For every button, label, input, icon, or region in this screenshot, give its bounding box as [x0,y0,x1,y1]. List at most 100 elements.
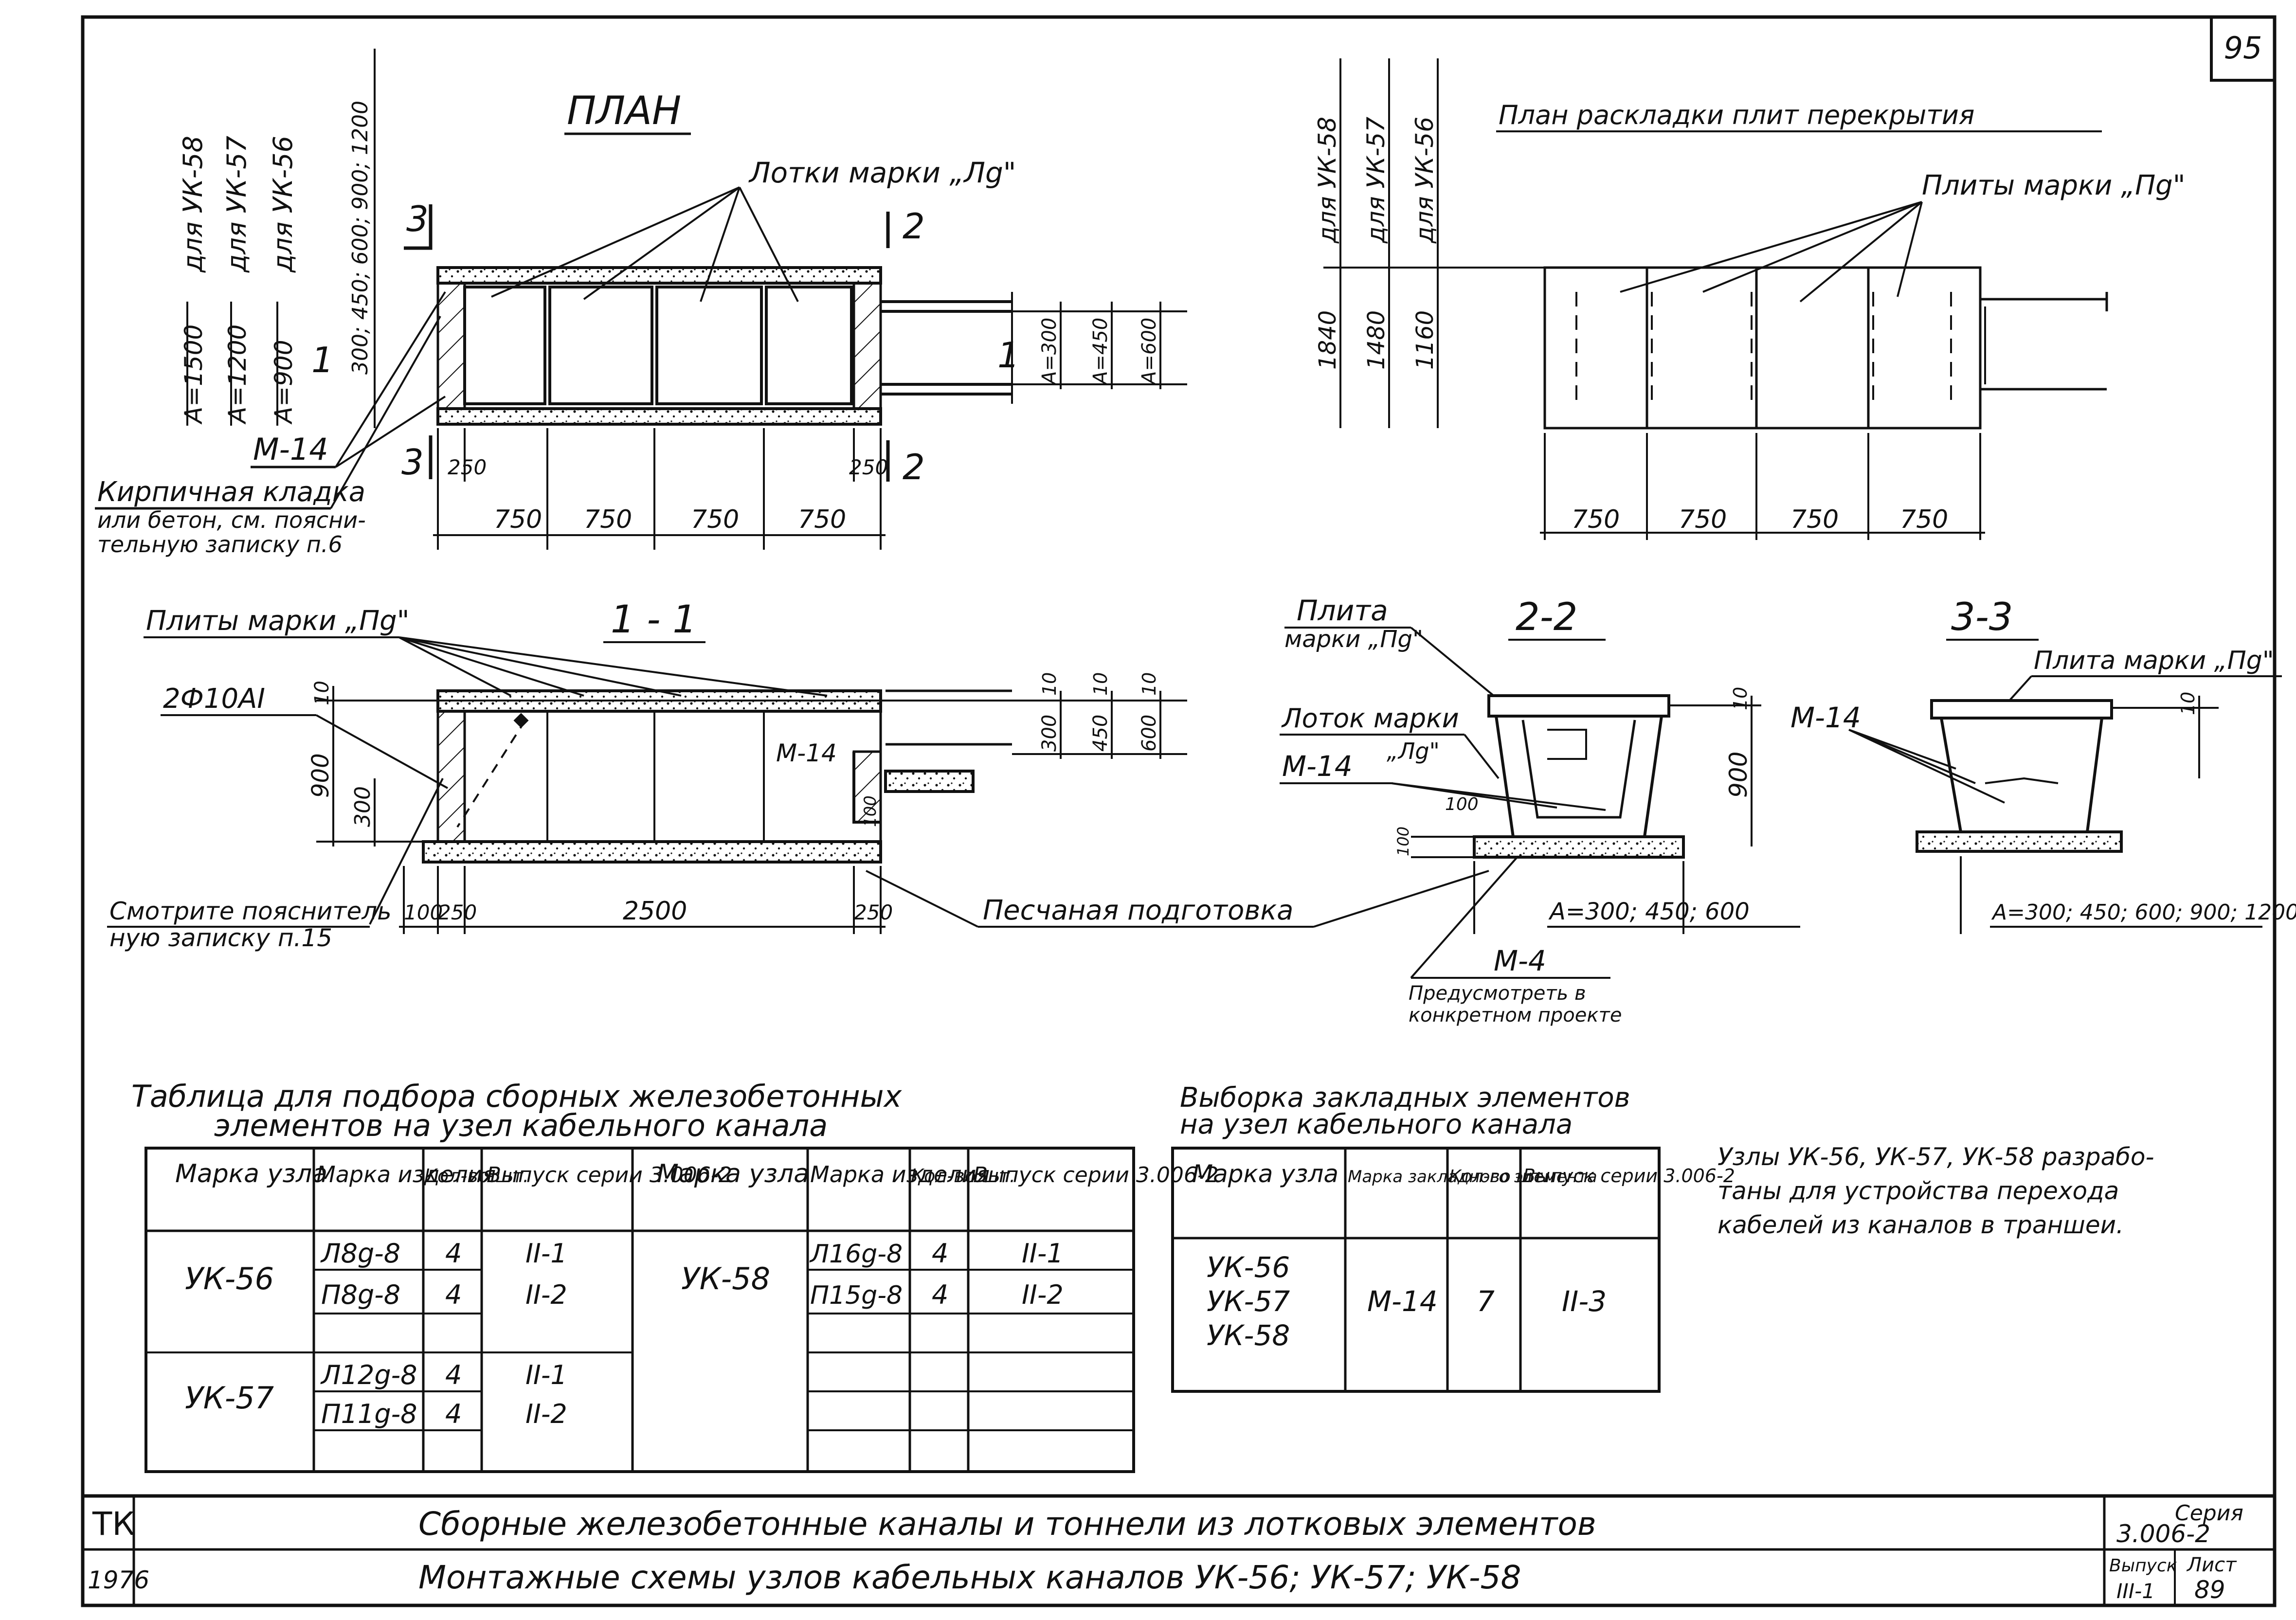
tb-issue-label: Выпуск [2109,1556,2177,1576]
layout-h-1840: 1840 [1314,310,1341,370]
te-element: М-14 [1367,1285,1438,1318]
te-th-node: Марка узла [1192,1160,1338,1188]
section-11-dim-100: 100 [861,795,880,827]
section-2-2: 2-2 Плита марки „Пg" 10 900 Лоток марки … [1280,594,1800,1026]
note-line-2: таны для устройства перехода [1717,1177,2119,1205]
table-embed: Выборка закладных элементов на узел кабе… [1171,1082,1735,1393]
plan-dim-1: 750 [494,505,542,534]
layout-h-1160: 1160 [1411,310,1439,370]
section-11-dim-b100: 100 [404,900,443,924]
plan-dim-2: 750 [584,505,632,534]
td-uk56-item-2: П8g-8 [321,1279,400,1310]
plan-brick-label: Кирпичная кладка [97,476,365,508]
layout-plan-view: План раскладки плит перекрытия Плиты мар… [1313,58,2186,540]
te-th-count: Кол-во шт. [1449,1167,1548,1187]
plan-a-900: А=900 [270,340,298,425]
td-node-uk58: УК-58 [681,1261,770,1296]
section-11-note-1: Смотрите пояснитель [109,897,392,925]
plan-section-1-left: 1 [311,340,334,380]
td-uk58-count-1: 4 [932,1238,948,1269]
plan-dim-3: 750 [691,505,739,534]
section-11-rebar: 2Ф10АI [163,683,265,715]
section-11-slabs-label: Плиты марки „Пg" [146,605,410,637]
tb-issue: III-1 [2116,1579,2155,1603]
note: Узлы УК-56, УК-57, УК-58 разрабо- таны д… [1717,1143,2154,1239]
title-block: ТК 1976 Сборные железобетонные каналы и … [83,1494,2275,1605]
td-uk57-issue-1: II-1 [525,1360,567,1390]
section-11-dim-900: 900 [307,753,334,798]
td-node-uk56: УК-56 [185,1261,274,1296]
plan-section-3-bottom: 3 [401,442,424,483]
td-uk57-count-1: 4 [445,1360,462,1390]
table-embed-title-1: Выборка закладных элементов [1180,1082,1630,1114]
plan-for-uk56: для УК-56 [268,136,298,273]
section-22-dim-100: 100 [1445,794,1479,814]
layout-dim-4: 750 [1900,505,1948,534]
te-th-issue: Выпуск серии 3.006-2 [1523,1165,1735,1187]
plan-a-dims: 300; 450; 600; 900; 1200 [348,101,373,375]
section-11-dim-b2500: 2500 [623,897,687,926]
te-issue: II-3 [1562,1285,1607,1318]
td-uk58-item-2: П15g-8 [810,1281,903,1310]
plan-for-uk57: для УК-57 [221,136,252,273]
plan-brick-note-2: тельную записку п.6 [97,531,343,558]
section-3-3: 3-3 Плита марки „Пg" 10 М-14 А=300; 450;… [1790,595,2296,934]
plan-dim-4: 750 [798,505,846,534]
section-11-m14: М-14 [776,739,837,767]
te-count: 7 [1477,1285,1495,1318]
plan-for-uk58: для УК-58 [178,136,208,273]
section-11-dim-r300: 300 [1038,715,1061,752]
section-11-dim-r10c: 10 [1139,672,1160,696]
section-22-dim-900: 900 [1724,752,1753,798]
section-22-slab-2: марки „Пg" [1284,626,1423,653]
th-issue-2: Выпуск серии 3.006-2 [973,1163,1219,1188]
plan-dim-250-left: 250 [448,455,487,479]
th-item-1: Марка изделия [316,1161,496,1188]
td-uk57-count-2: 4 [445,1399,462,1429]
section-11-dim-b250: 250 [438,900,477,924]
section-22-m4-note-2: конкретном проекте [1409,1004,1622,1026]
section-33-a-values: А=300; 450; 600; 900; 1200 [1991,900,2296,925]
plan-a-1200: А=1200 [223,324,252,425]
plan-right-a-450: А=450 [1089,318,1112,386]
plan-section-2-top: 2 [903,206,925,247]
plan-m14: М-14 [253,432,328,467]
layout-plan-slabs-label: Плиты марки „Пg" [1922,170,2186,201]
section-22-dim-10: 10 [1730,687,1751,710]
td-uk56-issue-1: II-1 [525,1238,567,1269]
note-line-3: кабелей из каналов в траншеи. [1717,1211,2124,1239]
section-11-title: 1 - 1 [611,598,697,642]
plan-title: ПЛАН [567,88,681,133]
plan-right-a-300: А=300 [1038,318,1061,386]
plan-a-1500: А=1500 [180,324,208,425]
th-node-2: Марка узла [657,1159,809,1188]
td-uk56-item-1: Л8g-8 [320,1238,400,1269]
th-count-2: Кол-во шт. [911,1165,1015,1187]
section-11-dim-300: 300 [350,786,375,827]
layout-plan-title: План раскладки плит перекрытия [1499,100,1974,130]
section-11-dim-r10a: 10 [1039,672,1060,696]
section-33-m14: М-14 [1790,701,1861,734]
th-count-1: Кол-во шт. [424,1165,529,1187]
tb-line-1: Сборные железобетонные каналы и тоннели … [418,1505,1596,1543]
te-node-uk57: УК-57 [1207,1285,1290,1318]
layout-dim-3: 750 [1790,505,1839,534]
layout-dim-2: 750 [1679,505,1727,534]
tb-sheet-label: Лист [2186,1554,2237,1576]
sheet-number-box [2210,16,2276,82]
te-node-uk56: УК-56 [1207,1251,1290,1284]
plan-section-3-top: 3 [406,198,429,239]
tb-series: 3.006-2 [2116,1520,2210,1548]
layout-h-1480: 1480 [1363,310,1390,370]
section-11-dim-b250r: 250 [854,900,893,924]
td-uk58-item-1: Л16g-8 [809,1240,903,1269]
plan-view: ПЛАН Лотки марки „Лg" для УК-58 для УК-5… [95,49,1187,558]
section-33-slab-label: Плита марки „Пg" [2034,646,2274,675]
section-11-dim-r10b: 10 [1090,672,1111,696]
section-22-m14: М-14 [1282,750,1353,783]
plan-section-1-right: 1 [997,335,1020,376]
td-node-uk57: УК-57 [185,1380,274,1416]
te-th-element: Марка закладного элемента [1348,1167,1597,1187]
sheet-frame [81,15,2277,1607]
section-22-title: 2-2 [1516,595,1577,639]
